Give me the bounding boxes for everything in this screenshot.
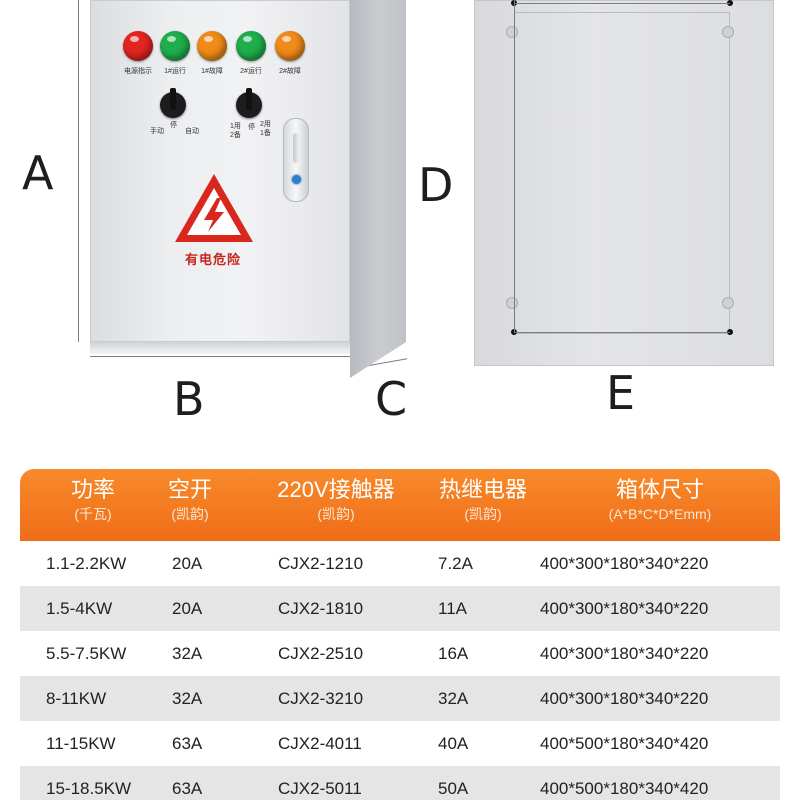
table-cell: 63A [172,734,203,753]
table-cell: CJX2-3210 [278,689,364,708]
indicator-lamp-icon [123,31,153,61]
indicator-lamp-icon [160,31,190,61]
header-power: 功率 (千瓦) [70,477,115,522]
table-cell: 63A [172,779,203,798]
table-cell: CJX2-1210 [278,554,364,573]
table-cell: 1.5-4KW [46,599,113,618]
table-cell: 40A [438,734,469,753]
table-row: 1.1-2.2KW 20A CJX2-1210 7.2A 400*300*180*340… [20,541,780,586]
table-cell: CJX2-1810 [278,599,364,618]
mode-selector-knob-2 [236,88,262,118]
knob1-left-label: 手动 [150,128,164,135]
table-cell: 11A [438,599,467,618]
indicator-lamp-icon [197,31,227,61]
table-cell: 20A [172,554,203,573]
table-row: 15-18.5KW 63A CJX2-5011 50A 400*500*180*340*… [20,766,780,800]
mounting-hole-icon [506,26,518,38]
mounting-hole-icon [722,297,734,309]
mode-selector-knob-1 [160,88,186,118]
table-cell: 8-11KW [46,689,107,708]
dimension-line-top [514,3,730,4]
indicator-lamp-label: 1#故障 [201,68,223,75]
table-cell: 400*300*180*340*220 [540,554,709,573]
table-cell: 400*500*180*340*420 [540,734,709,753]
indicator-lamp-icon [275,31,305,61]
knob2-mid-label: 停 [248,124,255,131]
dimension-label-b: B [173,372,205,426]
table-cell: 32A [172,689,203,708]
dimension-label-e: E [606,366,636,420]
door-lock-icon [292,175,301,184]
table-cell: 16A [438,644,469,663]
door-handle [283,118,309,202]
indicator-lamp-label: 电源指示 [124,68,152,75]
header-box-size: 箱体尺寸 (A*B*C*D*Emm) [608,477,712,522]
table-cell: 20A [172,599,203,618]
table-cell: CJX2-4011 [278,734,362,753]
door-handle-slot [293,133,299,163]
high-voltage-warning-icon [175,174,253,242]
mounting-pin-icon [727,329,733,335]
box-bottom-edge [90,342,350,354]
table-row: 11-15KW 63A CJX2-4011 40A 400*500*180*340*42… [20,721,780,766]
knob2-right-label: 2用1备 [260,121,271,137]
table-cell: 400*300*180*340*220 [540,599,709,618]
table-cell: CJX2-2510 [278,644,364,663]
dimension-label-c: C [375,372,408,426]
indicator-lamp-label: 2#故障 [279,68,301,75]
dimension-line-a [78,0,79,342]
table-cell: 400*500*180*340*420 [540,779,709,798]
table-cell: 7.2A [438,554,473,573]
box-side-panel [350,0,406,378]
indicator-lamp-icon [236,31,266,61]
table-cell: 50A [438,779,469,798]
table-cell: 15-18.5KW [46,779,132,798]
knob1-right-label: 自动 [185,128,199,135]
indicator-lamp-label: 2#运行 [240,68,262,75]
dimension-line-b [90,356,350,357]
header-breaker: 空开 (凯韵) [167,477,212,522]
table-cell: CJX2-5011 [278,779,362,798]
mounting-hole-icon [722,26,734,38]
table-cell: 32A [172,644,203,663]
indicator-lamp-label: 1#运行 [164,68,186,75]
dimension-label-d: D [418,158,454,212]
table-row: 1.5-4KW 20A CJX2-1810 11A 400*300*180*340*22… [20,586,780,631]
mounting-back-plate [474,0,774,366]
table-cell: 1.1-2.2KW [46,554,127,573]
mounting-hole-icon [506,297,518,309]
dimension-label-a: A [22,146,54,200]
table-cell: 400*300*180*340*220 [540,689,709,708]
knob1-mid-label: 停 [170,122,177,129]
mounting-pin-icon [727,0,733,6]
header-thermal-relay: 热继电器 (凯韵) [438,477,527,522]
table-cell: 32A [438,689,469,708]
dimension-line-e [514,332,730,333]
dimension-line-d [514,0,515,332]
warning-text: 有电危险 [184,252,241,267]
knob2-left-label: 1用2备 [230,123,241,139]
header-contactor: 220V接触器 (凯韵) [277,477,395,522]
table-cell: 5.5-7.5KW [46,644,127,663]
table-row: 5.5-7.5KW 32A CJX2-2510 16A 400*300*180*340*… [20,631,780,676]
table-row: 8-11KW 32A CJX2-3210 32A 400*300*180*340*220 [20,676,780,721]
table-cell: 11-15KW [46,734,116,753]
table-cell: 400*300*180*340*220 [540,644,709,663]
back-plate-inner-panel [514,12,730,334]
spec-table-header: 功率 (千瓦) 空开 (凯韵) 220V接触器 (凯韵) 热继电器 (凯韵) 箱… [20,469,780,541]
